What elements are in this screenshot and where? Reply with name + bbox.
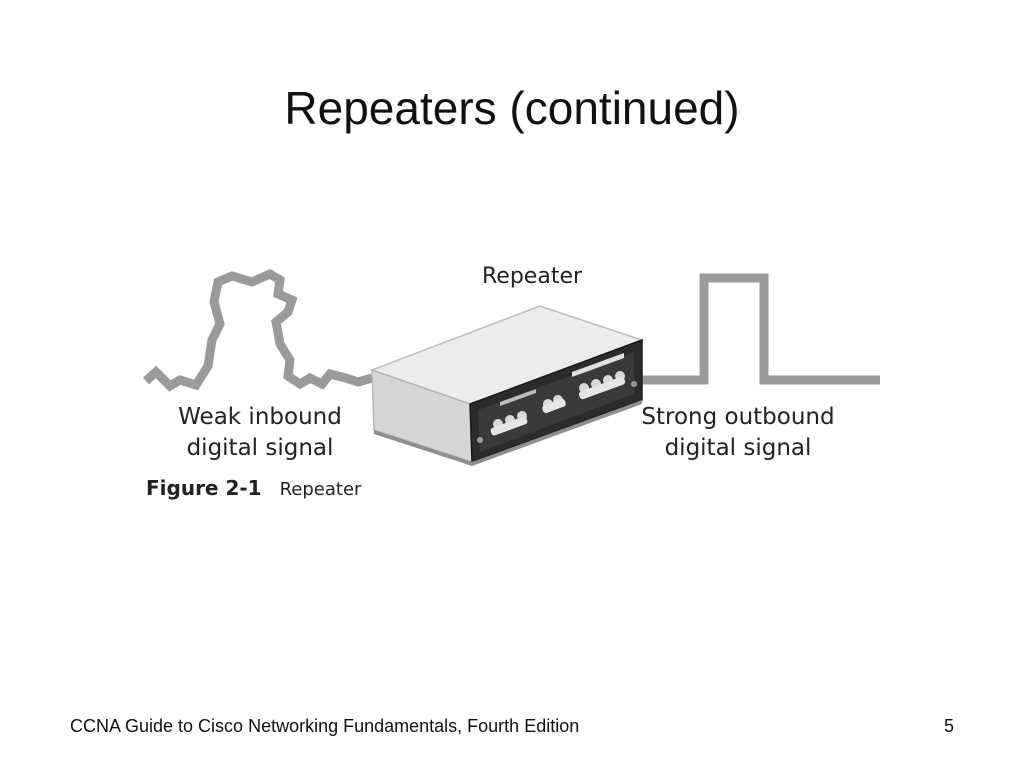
figure-caption: Figure 2-1 Repeater xyxy=(146,476,361,500)
slide-footer-text: CCNA Guide to Cisco Networking Fundament… xyxy=(70,716,580,736)
strong-signal-label-line1: Strong outbound xyxy=(641,404,835,430)
repeater-device-icon xyxy=(369,305,645,466)
slide-title: Repeaters (continued) xyxy=(284,82,740,134)
figure-caption-number: Figure 2-1 xyxy=(146,476,262,500)
strong-signal-label: Strong outbound digital signal xyxy=(628,402,848,464)
figure-caption-text: Repeater xyxy=(279,479,362,500)
strong-signal-label-line2: digital signal xyxy=(664,435,812,461)
weak-signal-label-line2: digital signal xyxy=(186,435,334,461)
strong-signal-wave xyxy=(640,273,880,385)
slide-page-number: 5 xyxy=(943,716,954,736)
weak-signal-wave xyxy=(142,268,374,392)
weak-signal-label: Weak inbound digital signal xyxy=(160,402,360,464)
repeater-label: Repeater xyxy=(482,264,583,289)
weak-signal-label-line1: Weak inbound xyxy=(178,404,342,430)
